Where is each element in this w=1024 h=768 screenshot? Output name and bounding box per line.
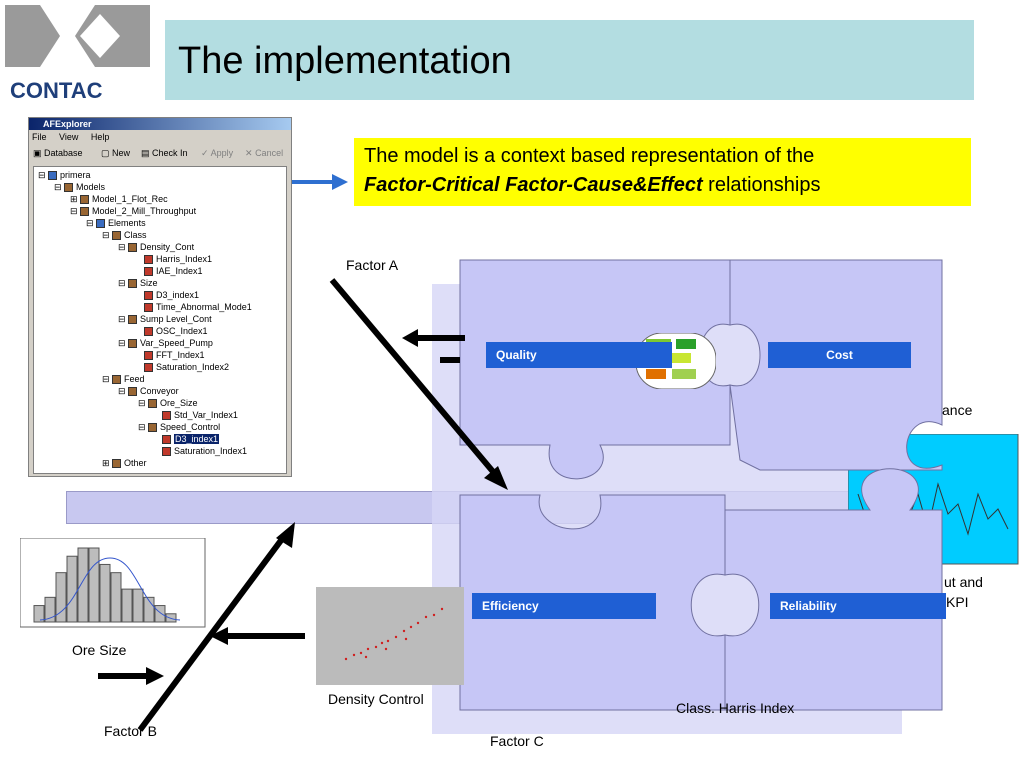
throughput-label: ut and — [944, 574, 983, 590]
tree-node[interactable]: Saturation_Index2 — [144, 362, 229, 373]
element-tree[interactable]: ⊟ primera ⊟ Models ⊞ Model_1_Flot_Rec ⊟ … — [33, 166, 287, 474]
callout-line1: The model is a context based representat… — [364, 145, 815, 167]
checkin-icon: ▤ — [141, 148, 150, 158]
tree-node[interactable]: Time_Abnormal_Mode1 — [144, 302, 252, 313]
tree-node[interactable]: ⊟ Var_Speed_Pump — [118, 338, 213, 349]
menu-help[interactable]: Help — [90, 132, 110, 142]
callout-line2: Factor-Critical Factor-Cause&Effect rela… — [364, 171, 961, 200]
new-button[interactable]: ▢ New — [101, 148, 130, 159]
tree-node[interactable]: D3_index1 — [144, 290, 199, 301]
check-icon: ✓ — [201, 148, 209, 158]
menu-view[interactable]: View — [59, 132, 79, 142]
window-title: AFExplorer — [43, 119, 92, 129]
page-title: The implementation — [178, 40, 512, 82]
tree-node[interactable]: FFT_Index1 — [144, 350, 205, 361]
apply-button[interactable]: ✓ Apply — [201, 148, 233, 159]
toolbar: ▣ Database ▢ New ▤ Check In ✓ Apply ✕ Ca… — [31, 146, 289, 162]
puzzle — [459, 259, 943, 711]
quality-piece — [459, 259, 731, 480]
afexplorer-window: AFExplorer File View Help ▣ Database ▢ N… — [28, 117, 292, 477]
close-icon: ✕ — [245, 148, 253, 158]
new-icon: ▢ — [101, 148, 110, 158]
density-control-label: Density Control — [328, 691, 424, 707]
histogram-bar — [154, 605, 166, 623]
tree-node[interactable]: OSC_Index1 — [144, 326, 208, 337]
histogram-bar — [121, 588, 133, 623]
tree-node[interactable]: ⊞ Model_1_Flot_Rec — [70, 194, 168, 205]
tree-node[interactable]: Saturation_Index1 — [162, 446, 247, 457]
tree-node[interactable]: Std_Var_Index1 — [162, 410, 238, 421]
tree-node[interactable]: Harris_Index1 — [144, 254, 212, 265]
histogram-bar — [66, 555, 78, 623]
title-bar — [165, 20, 974, 100]
tree-node[interactable]: ⊟ Elements — [86, 218, 146, 229]
factor-c-label: Factor C — [490, 733, 544, 749]
histogram-bar — [110, 572, 122, 623]
window-title-bar: AFExplorer — [29, 118, 291, 130]
cost-label[interactable]: Cost — [768, 342, 911, 368]
database-label: Database — [44, 148, 83, 158]
new-label: New — [112, 148, 131, 158]
tree-node[interactable]: IAE_Index1 — [144, 266, 203, 277]
class-harris-label: Class. Harris Index — [676, 700, 795, 716]
tree-node[interactable]: ⊟ Sump Level_Cont — [118, 314, 212, 325]
database-icon: ▣ — [33, 148, 42, 158]
callout-arrow — [292, 174, 348, 190]
checkin-button[interactable]: ▤ Check In — [141, 148, 188, 159]
tree-node-selected[interactable]: D3_index1 — [162, 434, 220, 445]
cancel-label: Cancel — [255, 148, 284, 158]
density-scatter — [316, 587, 464, 685]
reliability-piece — [724, 468, 943, 711]
reliability-label[interactable]: Reliability — [770, 593, 946, 619]
apply-label: Apply — [210, 148, 234, 158]
tree-node[interactable]: ⊟ Models — [54, 182, 106, 193]
callout-rest: relationships — [702, 174, 821, 196]
histogram-bar — [99, 563, 111, 623]
callout-box: The model is a context based representat… — [354, 138, 971, 206]
histogram-bar — [143, 596, 155, 623]
histogram-bar — [77, 547, 89, 623]
quality-label[interactable]: Quality — [486, 342, 672, 368]
menu-file[interactable]: File — [32, 132, 47, 142]
contac-logo — [5, 5, 150, 67]
tree-node[interactable]: ⊟ Conveyor — [118, 386, 179, 397]
ore-size-label: Ore Size — [72, 642, 127, 658]
menu-bar: File View Help — [32, 132, 119, 142]
checkin-label: Check In — [152, 148, 188, 158]
histogram-bar — [33, 605, 45, 623]
logo-text: CONTAC — [10, 78, 103, 103]
ore-size-histogram — [20, 538, 206, 628]
histogram-bar — [88, 547, 100, 623]
tree-node[interactable]: ⊟ Ore_Size — [138, 398, 198, 409]
efficiency-label[interactable]: Efficiency — [472, 593, 656, 619]
cancel-button[interactable]: ✕ Cancel — [245, 148, 283, 159]
tree-node[interactable]: ⊞ Other — [102, 458, 147, 469]
tree-node[interactable]: ⊟ Feed — [102, 374, 145, 385]
factor-a-label: Factor A — [346, 257, 399, 273]
tree-node[interactable]: ⊟ Model_2_Mill_Throughput — [70, 206, 197, 217]
tree-node[interactable]: ⊟ Size — [118, 278, 158, 289]
tree-node[interactable]: ⊟ primera — [38, 170, 91, 181]
tree-node[interactable]: ⊟ Speed_Control — [138, 422, 221, 433]
histogram-bar — [132, 588, 144, 623]
histogram-bar — [44, 596, 56, 623]
database-button[interactable]: ▣ Database — [33, 148, 83, 159]
tree-node[interactable]: ⊟ Density_Cont — [118, 242, 195, 253]
factor-b-label: Factor B — [104, 723, 157, 739]
tree-node[interactable]: ⊟ Class — [102, 230, 147, 241]
histogram-bar — [55, 572, 67, 623]
performance-label: ance — [942, 402, 973, 418]
kpi-label: KPI — [946, 594, 969, 610]
callout-emphasis: Factor-Critical Factor-Cause&Effect — [364, 174, 703, 196]
